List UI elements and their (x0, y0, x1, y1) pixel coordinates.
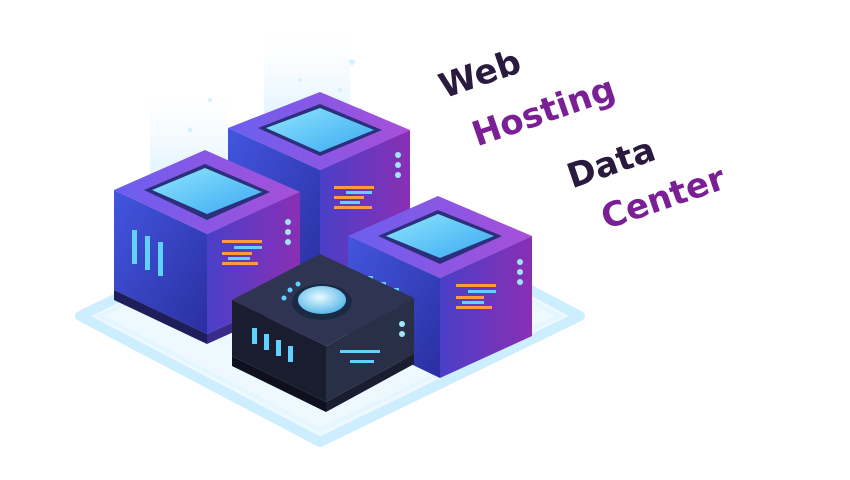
central-hub (232, 254, 414, 412)
server-rack-right (348, 196, 532, 378)
